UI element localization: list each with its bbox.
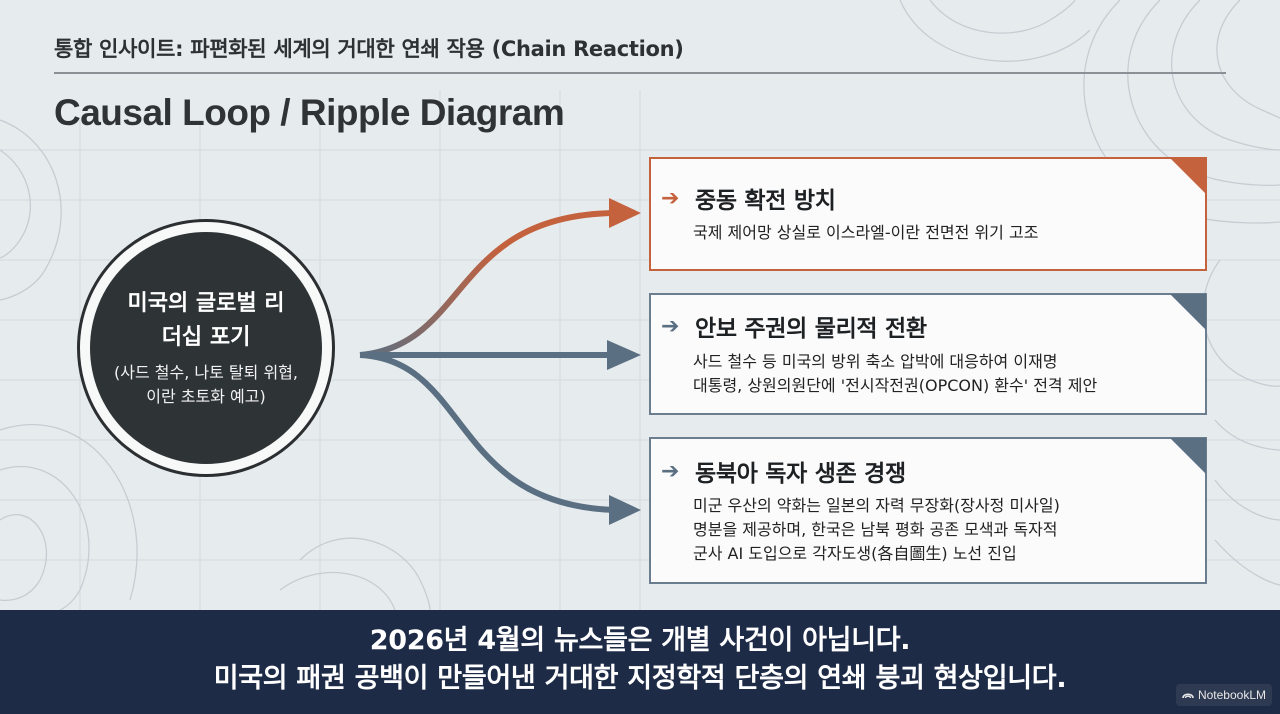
- caption-line-1: 2026년 4월의 뉴스들은 개별 사건이 아닙니다.: [369, 625, 911, 656]
- card-description-line: 사드 철수 등 미국의 방위 축소 압박에 대응하여 이재명: [693, 352, 1058, 371]
- card-corner-flag: [1170, 438, 1206, 474]
- badge-label: NotebookLM: [1197, 688, 1266, 702]
- page-title: Causal Loop / Ripple Diagram: [54, 92, 565, 133]
- card-title: 중동 확전 방치: [695, 188, 836, 214]
- caption-line-2: 미국의 패권 공백이 만들어낸 거대한 지정학적 단층의 연쇄 붕괴 현상입니다…: [213, 663, 1067, 694]
- card-description-line: 대통령, 상원의원단에 '전시작전권(OPCON) 환수' 전격 제안: [693, 376, 1098, 395]
- card-title: 동북아 독자 생존 경쟁: [695, 461, 906, 487]
- arrowhead-security-sovereignty: [607, 340, 641, 370]
- card-description-line: 미군 우산의 약화는 일본의 자력 무장화(장사정 미사일): [693, 496, 1060, 515]
- card-description: 사드 철수 등 미국의 방위 축소 압박에 대응하여 이재명 대통령, 상원의원…: [693, 350, 1097, 398]
- outcome-card-northeast-asia: ➔ 동북아 독자 생존 경쟁 미군 우산의 약화는 일본의 자력 무장화(장사정…: [649, 437, 1207, 584]
- card-description-line: 명분을 제공하며, 한국은 남북 평화 공존 모색과 독자적: [693, 520, 1058, 539]
- hub-subtitle: (사드 철수, 나토 탈퇴 위협, 이란 초토화 예고): [114, 363, 298, 406]
- header-divider: [54, 72, 1226, 74]
- arrow-right-icon: ➔: [661, 185, 680, 211]
- card-description: 미군 우산의 약화는 일본의 자력 무장화(장사정 미사일) 명분을 제공하며,…: [693, 494, 1060, 566]
- hub-title: 미국의 글로벌 리더십 포기: [127, 291, 285, 350]
- card-title: 안보 주권의 물리적 전환: [695, 316, 927, 342]
- card-corner-flag: [1170, 294, 1206, 330]
- caption-banner: 2026년 4월의 뉴스들은 개별 사건이 아닙니다. 미국의 패권 공백이 만…: [0, 610, 1280, 714]
- card-description-line: 군사 AI 도입으로 각자도생(各自圖生) 노선 진입: [693, 544, 1017, 563]
- notebooklm-logo-icon: [1182, 693, 1194, 699]
- page-subtitle: 통합 인사이트: 파편화된 세계의 거대한 연쇄 작용 (Chain React…: [54, 37, 684, 61]
- card-corner-flag: [1170, 158, 1206, 194]
- arrow-right-icon: ➔: [661, 313, 680, 339]
- arrow-to-northeast-asia: [359, 352, 616, 513]
- outcome-card-security-sovereignty: ➔ 안보 주권의 물리적 전환 사드 철수 등 미국의 방위 축소 압박에 대응…: [649, 293, 1207, 415]
- card-description-line: 국제 제어망 상실로 이스라엘-이란 전면전 위기 고조: [693, 223, 1039, 242]
- hub-inner-circle: 미국의 글로벌 리더십 포기 (사드 철수, 나토 탈퇴 위협, 이란 초토화 …: [90, 232, 322, 464]
- arrow-to-middle-east: [359, 210, 616, 358]
- notebooklm-badge: NotebookLM: [1175, 684, 1272, 706]
- hub-node: 미국의 글로벌 리더십 포기 (사드 철수, 나토 탈퇴 위협, 이란 초토화 …: [77, 219, 335, 477]
- arrowhead-northeast-asia: [609, 495, 641, 525]
- arrow-right-icon: ➔: [661, 458, 680, 484]
- arrowhead-middle-east: [609, 198, 641, 228]
- card-description: 국제 제어망 상실로 이스라엘-이란 전면전 위기 고조: [693, 221, 1038, 245]
- outcome-card-middle-east: ➔ 중동 확전 방치 국제 제어망 상실로 이스라엘-이란 전면전 위기 고조: [649, 157, 1207, 271]
